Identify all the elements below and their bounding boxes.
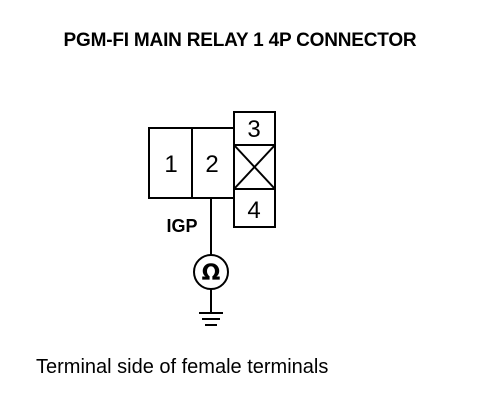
pin-4-label: 4 <box>247 197 260 224</box>
diagram-title: PGM-FI MAIN RELAY 1 4P CONNECTOR <box>63 30 417 51</box>
diagram-caption: Terminal side of female terminals <box>36 356 329 378</box>
blank-cavity-cross <box>233 144 276 190</box>
pin-4-cell <box>233 188 276 228</box>
pin-2-label: 2 <box>205 151 218 178</box>
ohm-symbol: Ω <box>202 261 221 286</box>
pin-1-label: 1 <box>164 151 177 178</box>
wire-label: IGP <box>166 216 197 236</box>
pin-3-label: 3 <box>247 116 260 143</box>
